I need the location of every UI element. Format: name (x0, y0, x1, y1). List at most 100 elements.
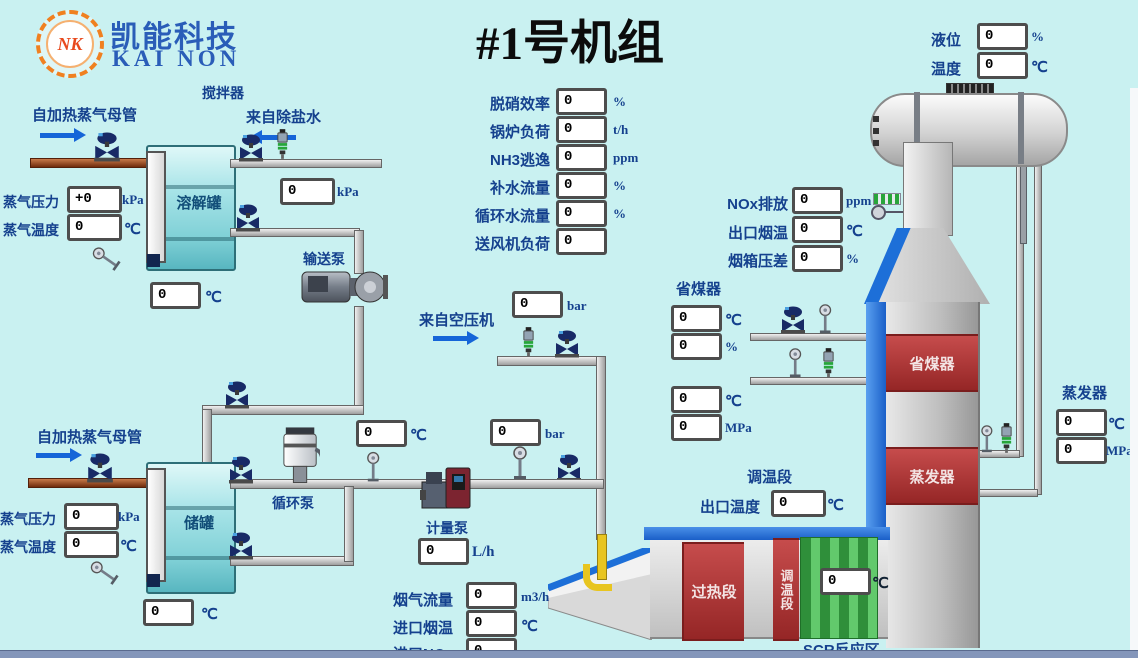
bottom-bar (0, 650, 1138, 658)
steam-pressure-value-1[interactable]: +0 (67, 186, 122, 213)
stack (903, 142, 953, 236)
duct-outlet-temp-value[interactable]: 0 (771, 490, 826, 517)
valve-icon[interactable] (224, 381, 250, 409)
valve-icon[interactable] (228, 456, 254, 484)
steam-temp-value-1[interactable]: 0 (67, 214, 122, 241)
demin-pipe (230, 159, 382, 168)
company-name-cn: 凯能科技 (110, 21, 238, 54)
eco-temp-unit-1: ℃ (725, 313, 742, 329)
air-pressure-unit-2: bar (545, 426, 565, 441)
page-title: #1号机组 (476, 18, 664, 70)
line-temp-value[interactable]: 0 (356, 420, 407, 447)
kpi-value-circ-flow[interactable]: 0 (556, 200, 607, 227)
outlet-flue-temp-value[interactable]: 0 (792, 216, 843, 243)
steam-pipe (30, 158, 152, 168)
circulation-pump-icon[interactable] (282, 426, 320, 484)
economizer-label: 省煤器 (676, 281, 722, 298)
dosing-flow-unit: L/h (472, 544, 495, 560)
transmitter-icon (522, 326, 535, 358)
tempering-block: 调温段 (773, 538, 799, 641)
kpi-label-denox: 脱硝效率 (489, 96, 550, 113)
flow-arrow-right-icon (36, 448, 82, 462)
scr-temp-value[interactable]: 0 (820, 568, 871, 595)
storage-tank-temp-value[interactable]: 0 (143, 599, 194, 626)
scr-temp-unit: ℃ (872, 576, 889, 592)
valve-icon[interactable] (86, 453, 114, 483)
inlet-flue-temp-value[interactable]: 0 (466, 610, 517, 637)
eco-temp-value-1[interactable]: 0 (671, 305, 722, 332)
dissolve-tank-label: 溶解罐 (176, 195, 222, 212)
drum-port (873, 116, 879, 122)
drum-level-value[interactable]: 0 (977, 23, 1028, 50)
air-pressure-value-1[interactable]: 0 (512, 291, 563, 318)
logo-inner-circle: NK (46, 20, 94, 68)
drum-temp-value[interactable]: 0 (977, 52, 1028, 79)
eco-pipe-2 (750, 377, 878, 385)
valve-icon[interactable] (235, 204, 261, 232)
drum-temp-label: 温度 (931, 61, 962, 78)
outlet-flue-temp-label: 出口烟温 (727, 225, 788, 242)
storage-tank-gauge-mark (147, 574, 160, 587)
kpi-unit-circ-flow: % (613, 206, 626, 221)
air-downpipe (596, 356, 606, 540)
kpi-value-nh3-slip[interactable]: 0 (556, 144, 607, 171)
eco-temp-unit-2: ℃ (725, 394, 742, 410)
duct-outlet-temp-unit: ℃ (827, 498, 844, 514)
logo-monogram: NK (57, 33, 83, 54)
fluegas-flow-label: 烟气流量 (393, 592, 454, 609)
smokebox-dp-label: 烟箱压差 (727, 253, 788, 270)
transfer-pump-icon[interactable] (298, 266, 388, 310)
air-supply-label: 来自空压机 (419, 312, 495, 329)
pipe-segment (344, 486, 354, 562)
valve-icon[interactable] (93, 132, 121, 162)
flow-arrow-right-icon (433, 331, 479, 345)
flow-arrow-right-icon (40, 128, 86, 142)
evap-press-value[interactable]: 0 (1056, 437, 1107, 464)
kpi-value-denox[interactable]: 0 (556, 88, 607, 115)
sensor-lead-line (884, 211, 904, 213)
metering-pump-icon[interactable] (420, 462, 472, 512)
kpi-value-fan-load[interactable]: 0 (556, 228, 607, 255)
kpi-unit-nh3-slip: ppm (613, 150, 639, 165)
drum-strap (914, 92, 920, 164)
kpi-value-makeup-flow[interactable]: 0 (556, 172, 607, 199)
fluegas-flow-value[interactable]: 0 (466, 582, 517, 609)
steam-temp-unit-2: ℃ (120, 539, 137, 555)
dissolve-tank-temp-value[interactable]: 0 (150, 282, 201, 309)
eco-press-value[interactable]: 0 (671, 414, 722, 441)
air-pressure-value-2[interactable]: 0 (490, 419, 541, 446)
kpi-value-boiler-load[interactable]: 0 (556, 116, 607, 143)
sensor-icon (366, 450, 384, 484)
eco-temp-value-2[interactable]: 0 (671, 386, 722, 413)
dosing-flow-value[interactable]: 0 (418, 538, 469, 565)
eco-press-unit: MPa (725, 420, 752, 435)
valve-icon[interactable] (238, 134, 264, 162)
valve-icon[interactable] (780, 306, 806, 334)
valve-icon[interactable] (556, 454, 582, 482)
steam-drum (870, 93, 1068, 167)
steam-pressure-value-2[interactable]: 0 (64, 503, 119, 530)
eco-pct-value[interactable]: 0 (671, 333, 722, 360)
evaporator-label: 蒸发器 (1062, 385, 1108, 402)
nox-emission-value[interactable]: 0 (792, 187, 843, 214)
steam-header-label-2: 自加热蒸气母管 (37, 429, 143, 446)
line-temp-unit: ℃ (410, 428, 427, 444)
kpi-unit-makeup-flow: % (613, 178, 626, 193)
demin-pressure-value[interactable]: 0 (280, 178, 335, 205)
steam-temp-label-1: 蒸气温度 (3, 222, 59, 238)
right-edge-strip (1130, 88, 1138, 658)
steam-temp-value-2[interactable]: 0 (64, 531, 119, 558)
inlet-flue-temp-label: 进口烟温 (393, 620, 454, 637)
eco-pct-unit: % (725, 339, 738, 354)
kpi-label-boiler-load: 锅炉负荷 (489, 124, 550, 141)
company-logo: NK (36, 10, 104, 78)
superheat-block: 过热段 (682, 542, 744, 641)
pipe-segment (354, 230, 364, 274)
sensor-icon (788, 348, 806, 378)
valve-icon[interactable] (554, 330, 580, 358)
analyzer-indicator-icon (873, 193, 901, 205)
steam-temp-unit-1: ℃ (124, 222, 141, 238)
evap-temp-value[interactable]: 0 (1056, 409, 1107, 436)
valve-icon[interactable] (228, 532, 254, 560)
smokebox-dp-value[interactable]: 0 (792, 245, 843, 272)
